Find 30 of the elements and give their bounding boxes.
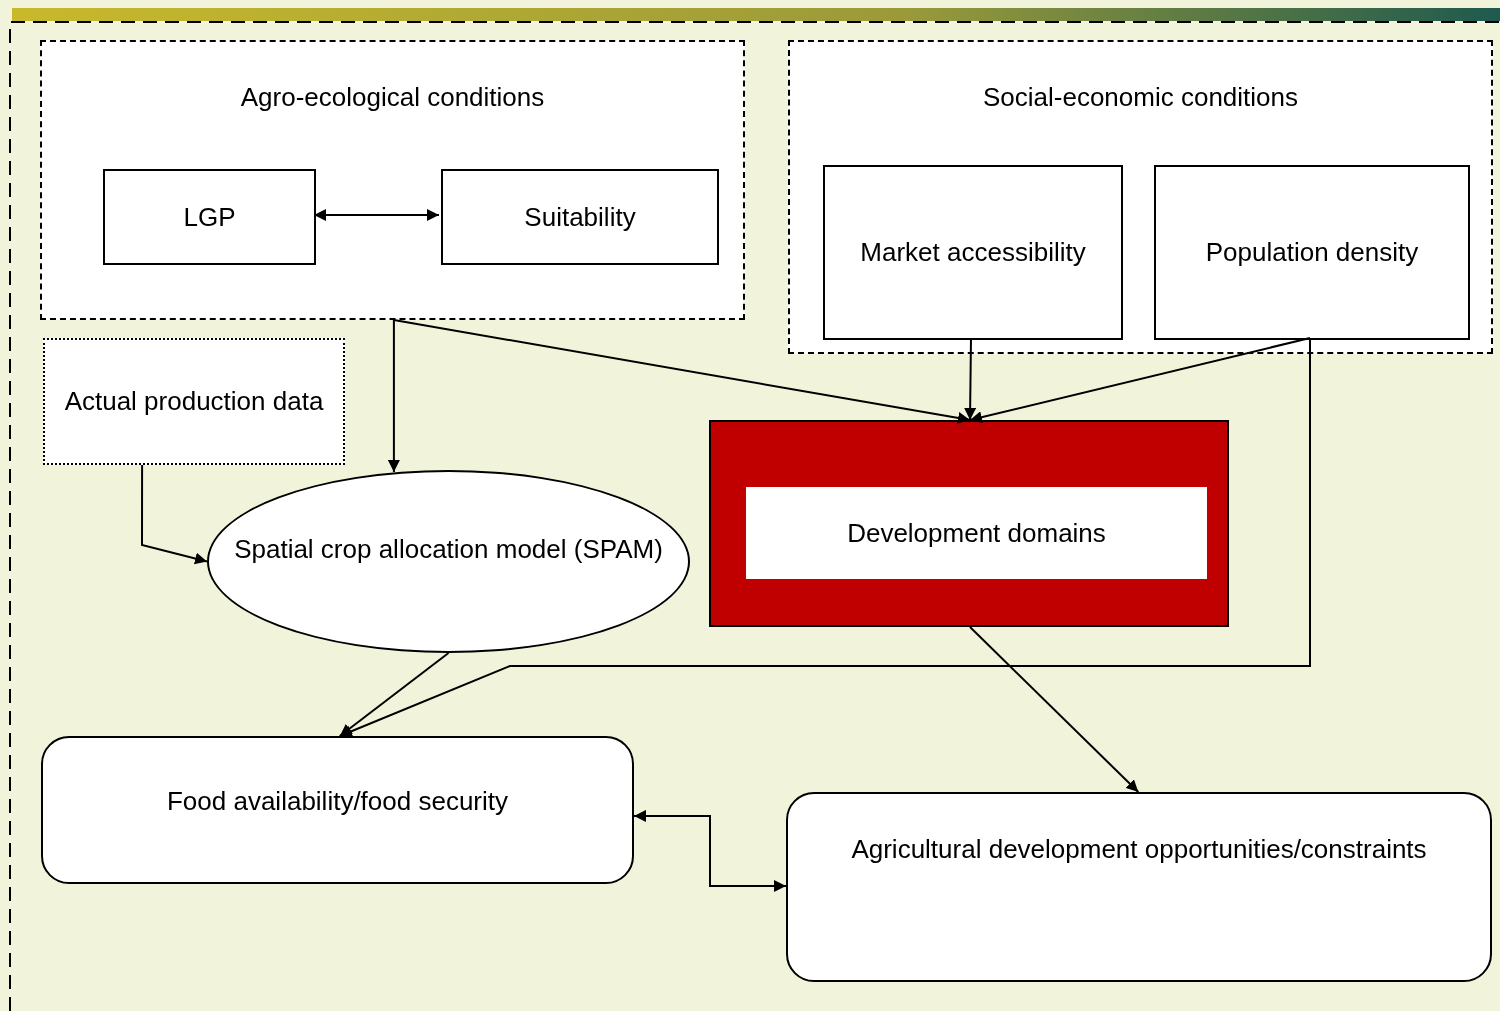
- process-box: [1154, 165, 1470, 340]
- process-box: [441, 169, 719, 265]
- data-box: [43, 338, 345, 465]
- node-label: Agricultural development opportunities/constraints: [850, 833, 1428, 866]
- arrow: [313, 209, 440, 221]
- domain-box: [709, 420, 1229, 627]
- outcome-box: [41, 736, 634, 884]
- arrow: [969, 337, 1311, 423]
- outcome-box: [786, 792, 1492, 982]
- group-box: [788, 40, 1493, 354]
- node-label: Suitability: [523, 200, 637, 234]
- group-heading: Agro-ecological conditions: [239, 81, 546, 114]
- group-box: [40, 40, 745, 320]
- node-label: LGP: [182, 200, 237, 234]
- process-box: [823, 165, 1123, 340]
- arrow: [633, 809, 787, 892]
- process-box: [103, 169, 316, 265]
- node-label: Actual production data: [63, 385, 325, 418]
- arrow: [969, 626, 1140, 793]
- node-label: Food availability/food security: [165, 785, 510, 818]
- group-heading: Social-economic conditions: [981, 81, 1299, 114]
- node-label: Market accessibility: [859, 236, 1087, 269]
- node-label: Population density: [1204, 236, 1420, 269]
- node-label: Development domains: [746, 487, 1207, 579]
- arrow: [387, 319, 400, 473]
- arrow: [392, 319, 971, 424]
- arrow: [141, 464, 208, 565]
- arrow: [338, 652, 450, 737]
- node-label: Spatial crop allocation model (SPAM): [233, 533, 664, 566]
- arrow: [964, 337, 977, 421]
